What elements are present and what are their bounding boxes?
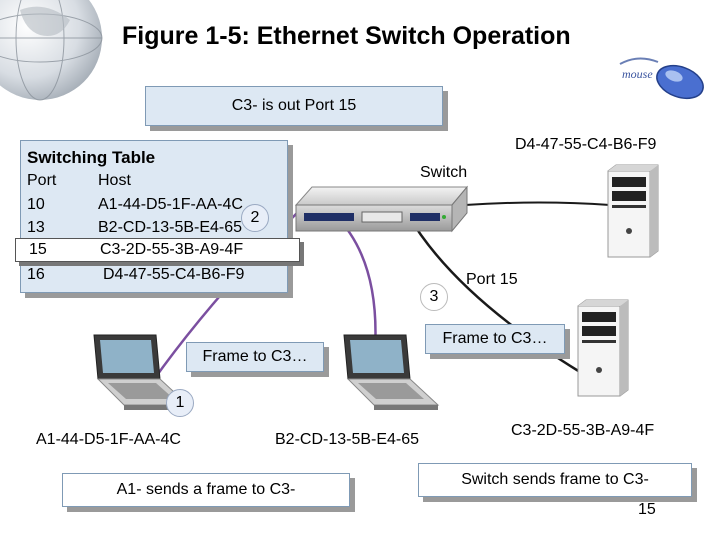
host-d4-label: D4-47-55-C4-B6-F9 <box>515 136 657 153</box>
link-switch-d4 <box>464 201 611 206</box>
table-cell-host: A1-44-D5-1F-AA-4C <box>98 196 243 213</box>
a1-sends-callout: A1- sends a frame to C3- <box>62 473 350 507</box>
globe-icon <box>0 0 103 101</box>
table-cell-host: C3-2D-55-3B-A9-4F <box>100 241 244 258</box>
table-header-port: Port <box>27 172 57 189</box>
step-1-badge: 1 <box>166 389 194 417</box>
highlighted-row <box>15 238 300 262</box>
host-c3-label: C3-2D-55-3B-A9-4F <box>511 422 655 439</box>
host-d4-tower-icon <box>607 164 659 258</box>
switch-sends-callout: Switch sends frame to C3- <box>418 463 692 497</box>
frame-to-c3-callout-left: Frame to C3… <box>186 342 324 372</box>
status-callout: C3- is out Port 15 <box>145 86 443 126</box>
port-label: Port 15 <box>466 271 518 288</box>
page-title: Figure 1-5: Ethernet Switch Operation <box>122 22 571 50</box>
host-b2-label: B2-CD-13-5B-E4-65 <box>275 431 420 448</box>
host-c3-tower-icon <box>577 299 629 397</box>
mouse-icon: mouse <box>619 57 704 100</box>
table-cell-port: 13 <box>27 219 45 236</box>
table-cell-port: 10 <box>27 196 45 213</box>
step-2-badge: 2 <box>241 204 269 232</box>
frame-to-c3-callout-right: Frame to C3… <box>425 324 565 354</box>
switch-label: Switch <box>420 164 468 181</box>
table-cell-host: D4-47-55-C4-B6-F9 <box>103 266 245 283</box>
step-3-badge: 3 <box>420 283 448 311</box>
table-title: Switching Table <box>27 148 156 167</box>
host-b2-laptop-icon <box>343 334 440 410</box>
host-a1-label: A1-44-D5-1F-AA-4C <box>36 431 181 448</box>
table-cell-port: 15 <box>29 241 47 258</box>
switch-icon <box>294 185 469 233</box>
table-cell-port: 16 <box>27 266 45 283</box>
host-a1-laptop-icon <box>93 334 190 410</box>
switch-sends-line1: Switch sends frame to C3- <box>461 471 649 488</box>
table-cell-host: B2-CD-13-5B-E4-65 <box>98 219 243 236</box>
table-header-host: Host <box>98 172 131 189</box>
switch-sends-line2: 15 <box>638 501 656 518</box>
svg-text:mouse: mouse <box>622 67 653 81</box>
